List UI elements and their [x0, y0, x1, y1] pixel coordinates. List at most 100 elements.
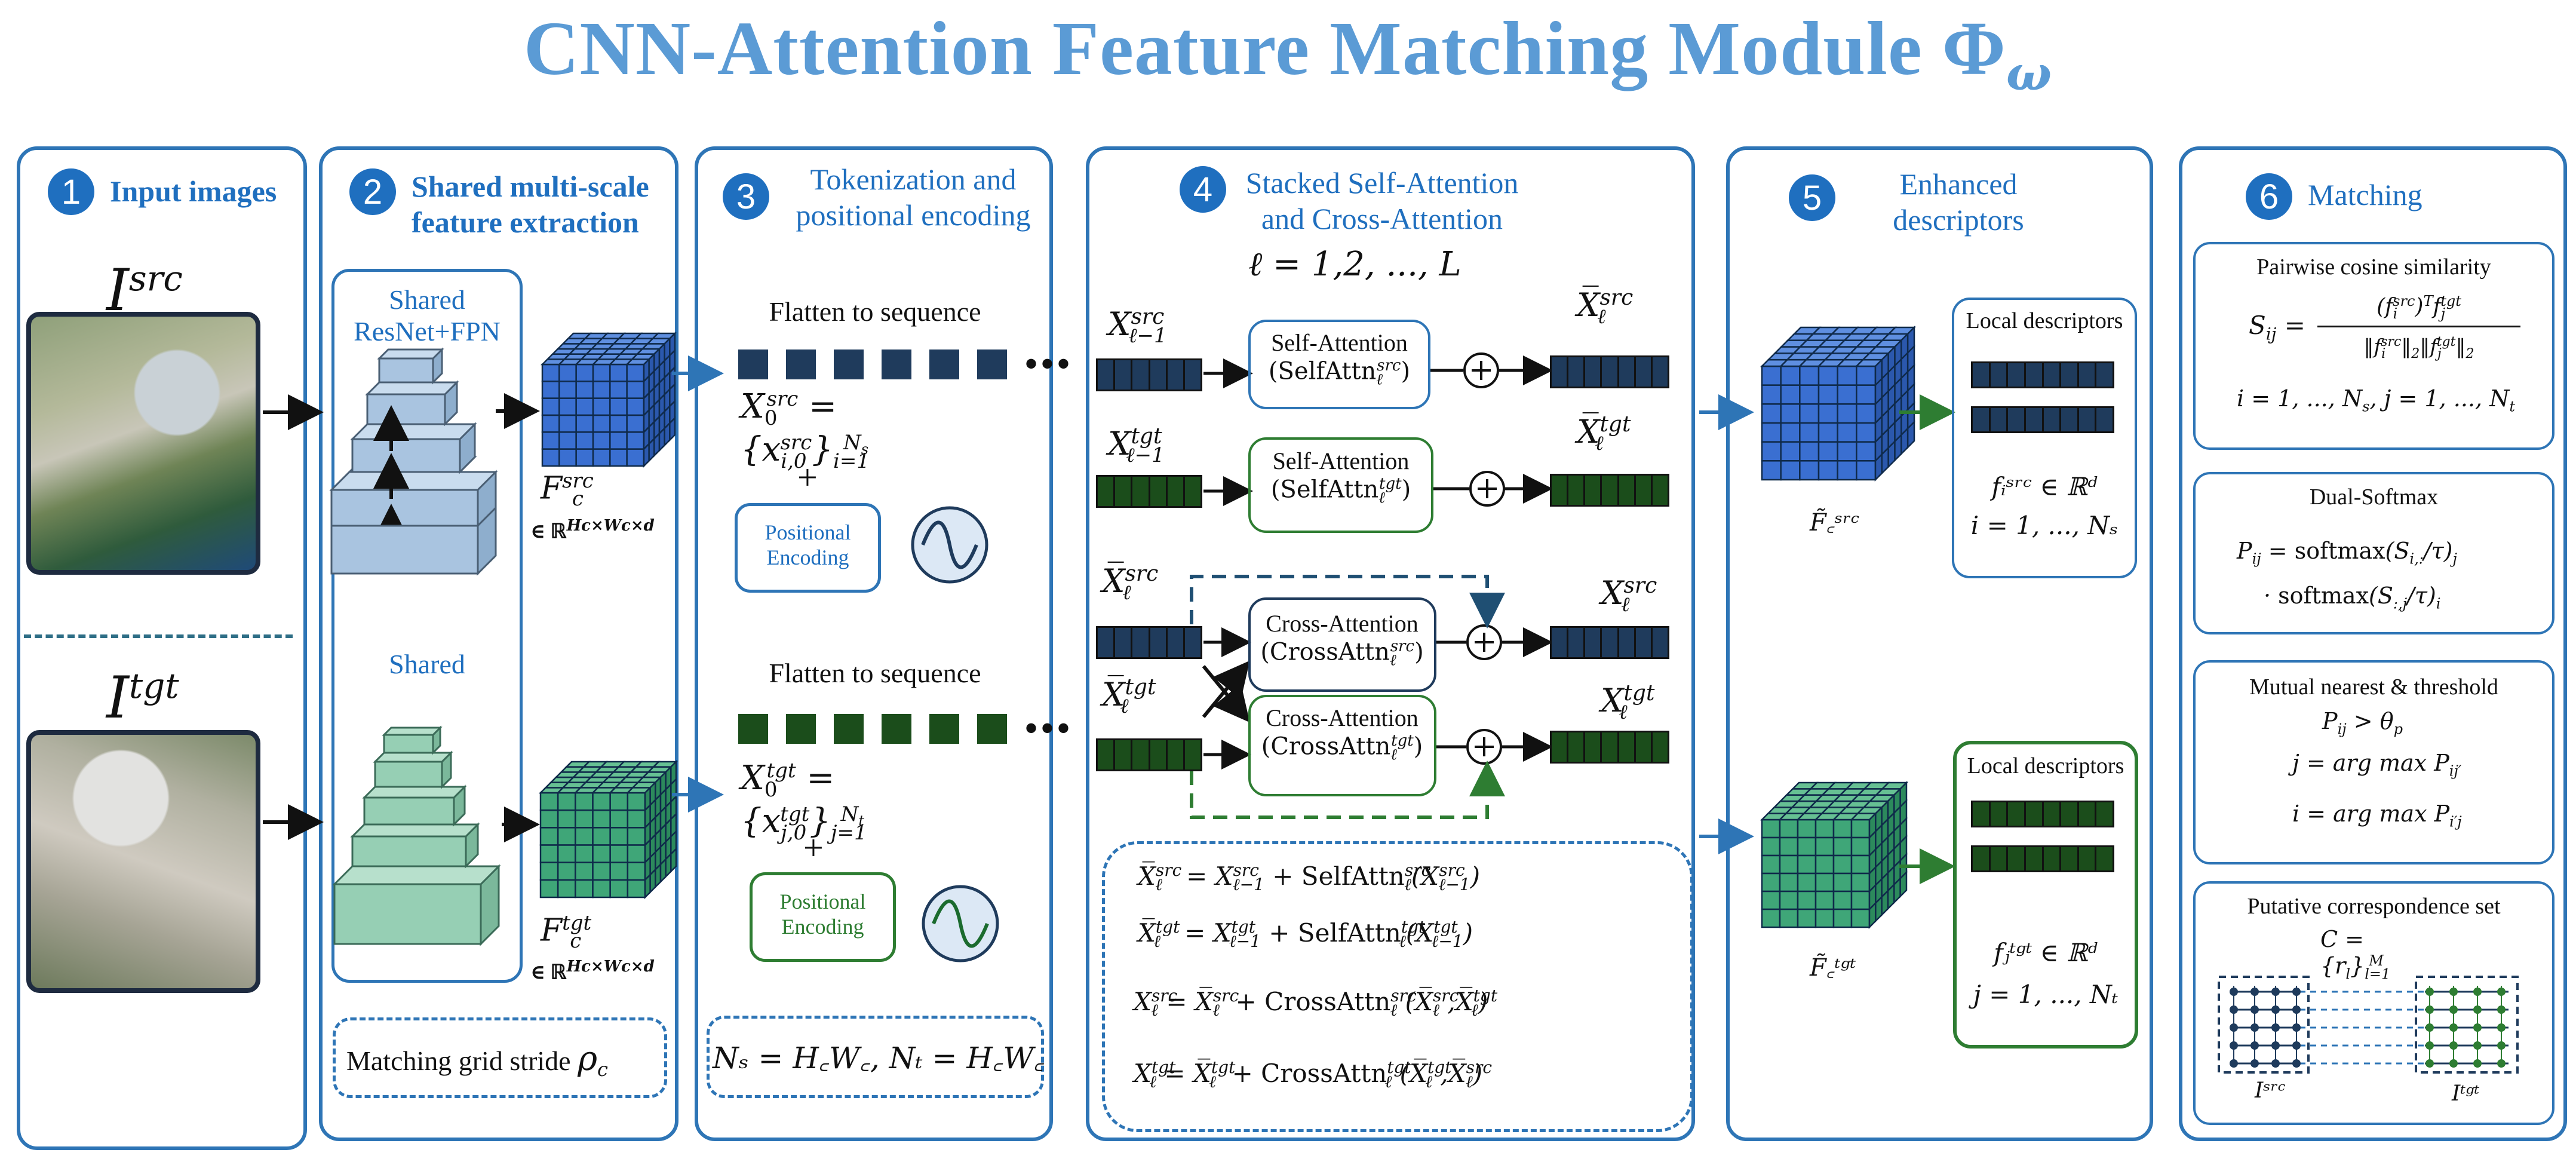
step-badge: 1 [48, 168, 94, 215]
xbar-src: X̅srcℓ [1577, 286, 1634, 329]
panel-title: Input images [110, 174, 277, 208]
attention-equations-box [1102, 841, 1693, 1132]
argmax-i-eq: i = arg max Pi′j [2292, 801, 2462, 830]
panel-6-header: 6 Matching [2246, 173, 2423, 220]
desc-src-1 [1971, 361, 2114, 388]
desc-src-2 [1971, 406, 2114, 433]
eq-self-src: X̅srcℓ = Xsrcℓ−1 + SelfAttnsrcℓ(Xsrcℓ−1) [1138, 860, 1480, 895]
self-attention-tgt-label: Self-Attention(SelfAttnℓtgt) [1270, 447, 1411, 507]
src-enhanced-cube [1760, 325, 1917, 482]
dual-softmax-eq-2: · softmax(S:,j/τ)i [2264, 582, 2441, 612]
cross-attention-tgt-label: Cross-Attention(CrossAttnℓtgt) [1261, 704, 1423, 764]
self-attention-src-box [1248, 320, 1430, 409]
tgt-token-row: ••• [738, 708, 1073, 749]
fc-src-label: F̃꜀ˢʳᶜ [1810, 509, 1860, 536]
panel-title: Stacked Self-Attention and Cross-Attenti… [1245, 166, 1519, 235]
flatten-label-tgt: Flatten to sequence [769, 658, 981, 688]
x-tgt-prev: Xtgtℓ−1 [1108, 424, 1165, 467]
tgt-enhanced-cube [1760, 780, 1909, 930]
i-range: i = 1, ..., Nₛ [1970, 511, 2118, 540]
xbar-src-in: X̅srcℓ [1102, 562, 1159, 605]
cosine-eq-lhs: Sij = [2249, 311, 2305, 344]
putative-tgt-label: Iᵗᵍᵗ [2452, 1081, 2480, 1106]
eq-cross-tgt: Xtgtℓ = X̅tgtℓ + CrossAttntgtℓ (X̅tgtℓ ,… [1134, 1057, 1493, 1092]
f-src-space: ∈ ℝHc×Wc×d [530, 517, 655, 543]
desc-tgt-1 [1971, 801, 2114, 827]
cosine-index-range: i = 1, ..., Ns, j = 1, ..., Nt [2237, 385, 2516, 415]
fc-tgt-label: F̃꜀ᵗᵍᵗ [1810, 954, 1856, 982]
desc-tgt-2 [1971, 845, 2114, 872]
cross-attention-src-box [1248, 597, 1436, 692]
pe-sine-icon-tgt [922, 885, 999, 962]
step-badge: 5 [1789, 174, 1835, 221]
plus-sign: + [803, 828, 824, 867]
tgt-token-sequence: X0tgt = {xj,0tgt}j=1Nt [741, 759, 867, 845]
tgt-satellite-image [26, 730, 260, 993]
pe-label-tgt: Positional Encoding [779, 890, 866, 939]
shared-backbone-box [331, 269, 523, 983]
x-src-out: Xsrcℓ [1601, 574, 1657, 617]
layer-range: ℓ = 1,2, ..., L [1248, 245, 1462, 284]
panel-tokenization [695, 146, 1053, 1141]
panel-5-header: 5 Enhanced descriptors [1789, 166, 2066, 238]
panel-title: Tokenization and positional encoding [796, 163, 1031, 232]
panel-title: Matching [2308, 178, 2423, 211]
divider [24, 634, 293, 638]
f-tgt-desc: fⱼᵗᵍᵗ ∈ ℝᵈ [1994, 938, 2098, 967]
x-tgt-out: Xtgtℓ [1601, 681, 1655, 724]
f-tgt-label: Ftgtc [541, 911, 592, 953]
panel-attention [1086, 146, 1695, 1141]
threshold-eq: Pij > θp [2322, 708, 2403, 738]
f-tgt-space: ∈ ℝHc×Wc×d [530, 958, 655, 984]
step-badge: 2 [349, 168, 396, 215]
panel-enhanced-descriptors [1726, 146, 2153, 1141]
vec-tgt-sa [1550, 474, 1669, 507]
panel-feature-extraction [319, 146, 678, 1141]
cross-attention-tgt-box [1248, 695, 1436, 796]
src-token-sequence: X0src = {xi,0src}i=1Ns [741, 387, 870, 474]
stride-label: Matching grid stride ρc [346, 1040, 608, 1081]
cosine-similarity-box [2193, 242, 2554, 450]
self-attention-tgt-box [1248, 437, 1433, 533]
cross-attention-src-label: Cross-Attention(CrossAttnℓsrc) [1260, 610, 1424, 670]
panel-1-header: 1 Input images [48, 168, 277, 215]
pe-box-src [735, 503, 881, 593]
self-attention-src-label: Self-Attention(SelfAttnℓsrc) [1268, 329, 1411, 389]
putative-set-title: Putative correspondence set [2247, 894, 2501, 919]
cosine-numerator: (fisrc)Tfjtgt [2317, 293, 2520, 328]
putative-src-label: Iˢʳᶜ [2255, 1078, 2286, 1103]
src-satellite-image [26, 312, 260, 575]
tgt-feature-pyramid [332, 725, 501, 946]
pe-label-src: Positional Encoding [764, 520, 851, 569]
xbar-tgt: X̅tgtℓ [1577, 412, 1631, 455]
local-descriptors-src-box [1952, 298, 2137, 578]
panel-3-header: 3 Tokenization and positional encoding [723, 161, 1042, 233]
eq-cross-src: Xsrcℓ = X̅srcℓ + CrossAttnsrcℓ (X̅srcℓ ,… [1134, 986, 1498, 1020]
xbar-tgt-in: X̅tgtℓ [1102, 675, 1156, 718]
putative-set-eq: C = {rl}l=1M [2320, 926, 2391, 983]
stride-box [333, 1017, 667, 1098]
panel-2-header: 2 Shared multi-scale feature extraction [349, 168, 686, 240]
vec-src-ca-out [1550, 626, 1669, 659]
backbone-label: Shared ResNet+FPN [354, 284, 501, 347]
pe-sine-icon-src [911, 506, 988, 584]
mutual-nearest-box [2193, 660, 2554, 864]
putative-set-box [2193, 881, 2554, 1125]
step-badge: 6 [2246, 173, 2292, 220]
f-src-desc: fᵢˢʳᶜ ∈ ℝᵈ [1991, 472, 2098, 501]
local-descriptors-src-label: Local descriptors [1966, 308, 2123, 333]
argmax-j-eq: j = arg max Pij′ [2292, 750, 2462, 780]
putative-correspondence-graphic [2218, 976, 2519, 1074]
panel-input-images [17, 146, 307, 1150]
tgt-image-label: Itgt [106, 664, 179, 731]
pe-box-tgt [750, 872, 896, 962]
token-count-eq: Nₛ = H꜀W꜀, Nₜ = H꜀W꜀ [713, 1041, 1045, 1075]
vec-tgt-prev [1096, 475, 1202, 508]
panel-4-header: 4 Stacked Self-Attention and Cross-Atten… [1180, 165, 1522, 237]
local-descriptors-tgt-box [1953, 741, 2138, 1048]
src-feature-cube [540, 331, 677, 468]
shared-label: Shared [389, 649, 465, 679]
local-descriptors-tgt-label: Local descriptors [1967, 753, 2124, 778]
page-title: CNN-Attention Feature Matching Module Φω [523, 6, 2053, 102]
